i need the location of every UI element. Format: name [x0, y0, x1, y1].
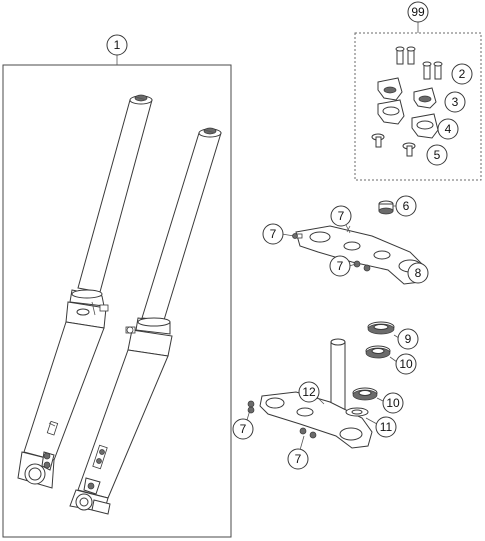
dust-seal-11 — [345, 407, 369, 417]
svg-text:2: 2 — [459, 67, 466, 81]
callout-10-lower: 10 — [382, 392, 404, 414]
callout-11: 11 — [375, 416, 397, 438]
left-fork-leg — [17, 94, 153, 489]
callout-6: 6 — [395, 195, 417, 217]
svg-text:7: 7 — [240, 422, 247, 436]
clamp-pair-3 — [377, 77, 437, 109]
callout-7-lower-left: 7 — [232, 418, 254, 440]
callout-8: 8 — [407, 262, 429, 284]
svg-text:7: 7 — [295, 452, 302, 466]
callout-99: 99 — [407, 1, 429, 23]
svg-text:5: 5 — [434, 148, 441, 162]
hardware-kit-frame — [354, 32, 482, 181]
steering-stem-12 — [247, 338, 373, 449]
callout-7-top: 7 — [330, 205, 352, 227]
callout-10-upper: 10 — [395, 353, 417, 375]
callout-12: 12 — [298, 381, 320, 403]
bolt-pair-5 — [371, 133, 416, 157]
svg-text:10: 10 — [399, 357, 413, 371]
right-fork-leg — [69, 127, 222, 515]
callout-9: 9 — [397, 328, 419, 350]
callout-7-mid: 7 — [329, 255, 351, 277]
svg-text:8: 8 — [415, 266, 422, 280]
seal-10-upper — [365, 345, 391, 359]
callout-5: 5 — [426, 144, 448, 166]
callout-7-left: 7 — [262, 223, 284, 245]
seal-10-lower — [352, 387, 378, 401]
bearing-9 — [367, 321, 395, 335]
svg-text:10: 10 — [386, 396, 400, 410]
svg-text:7: 7 — [338, 209, 345, 223]
svg-text:7: 7 — [270, 227, 277, 241]
svg-text:7: 7 — [337, 259, 344, 273]
nut-6 — [378, 200, 394, 215]
svg-text:1: 1 — [114, 38, 121, 52]
upper-triple-clamp-8 — [295, 225, 425, 285]
bolt-7-left — [292, 233, 303, 239]
svg-text:4: 4 — [445, 122, 452, 136]
svg-text:6: 6 — [403, 199, 410, 213]
svg-text:3: 3 — [452, 95, 459, 109]
callout-4: 4 — [437, 118, 459, 140]
svg-text:11: 11 — [380, 420, 393, 434]
svg-text:12: 12 — [302, 385, 316, 399]
callout-7-lower-mid: 7 — [287, 448, 309, 470]
callout-3: 3 — [444, 91, 466, 113]
callout-2: 2 — [451, 63, 473, 85]
svg-text:9: 9 — [405, 332, 412, 346]
svg-text:99: 99 — [411, 5, 425, 19]
clamp-pair-4 — [377, 99, 439, 139]
callout-1: 1 — [106, 34, 128, 56]
screw-set-2 — [395, 46, 443, 80]
